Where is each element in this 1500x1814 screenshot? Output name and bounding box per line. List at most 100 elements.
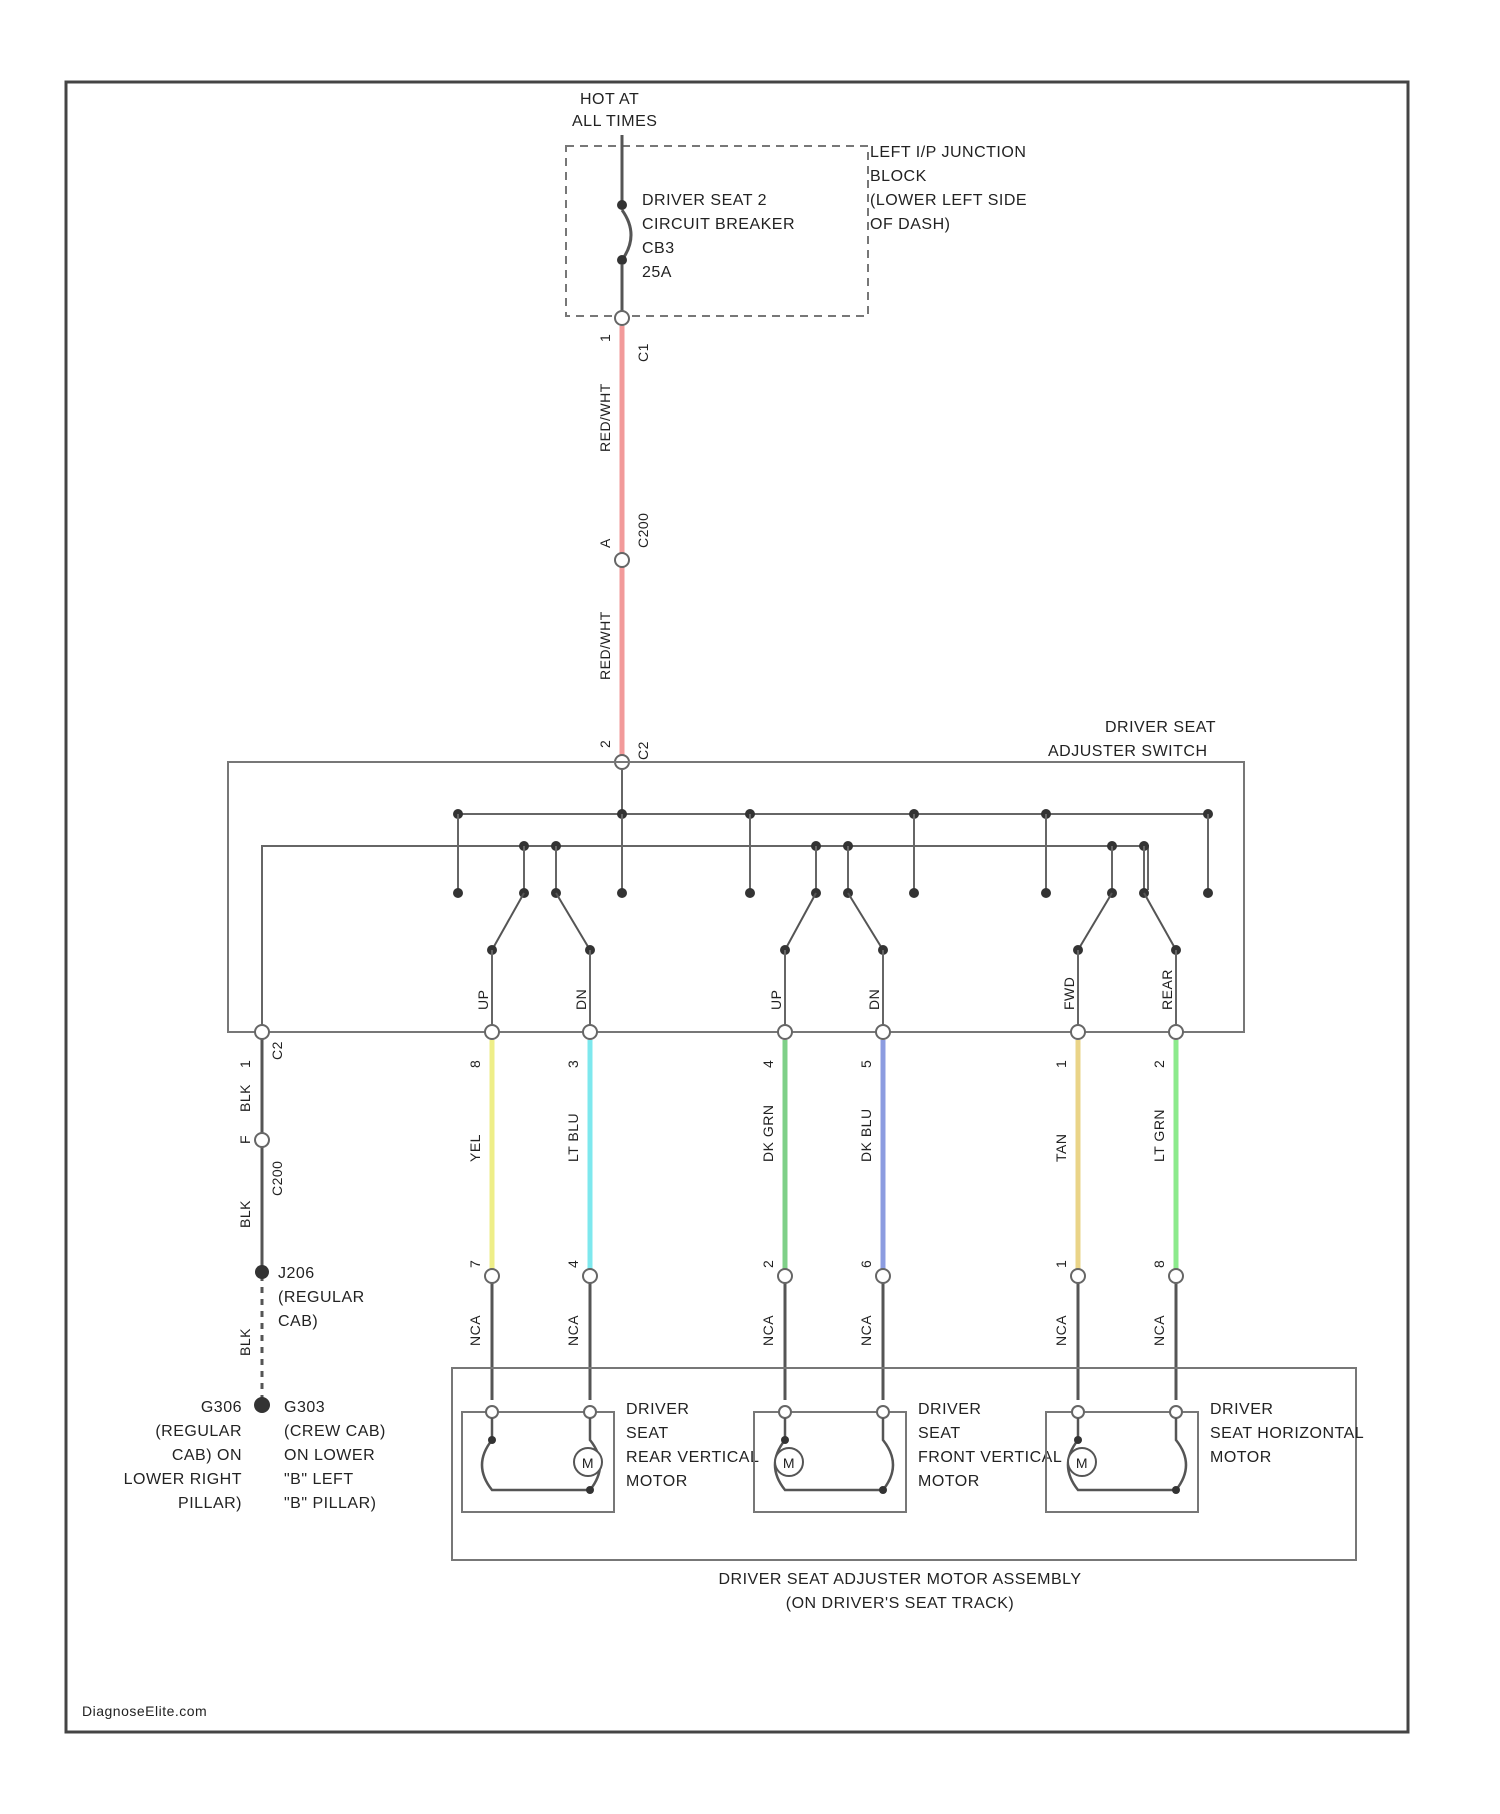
- motor-label-line: SEAT: [918, 1425, 961, 1442]
- ground-color-2: BLK: [237, 1200, 253, 1228]
- power-contact: [1041, 888, 1051, 898]
- switch-connector-pin: [778, 1025, 792, 1039]
- ground-section: 1 BLK F BLK BLK C2 C200 J206 (REGULAR CA…: [124, 1025, 386, 1512]
- switch-blade: [1144, 893, 1176, 950]
- breaker-label-line3: CB3: [642, 240, 675, 257]
- motor-label-line: DRIVER: [626, 1401, 689, 1418]
- circuit-color-label: YEL: [467, 1134, 483, 1162]
- ground-point: [254, 1397, 270, 1413]
- switch-blade: [556, 893, 590, 950]
- circuit-connector-label: NCA: [565, 1315, 581, 1346]
- assembly-label-line1: DRIVER SEAT ADJUSTER MOTOR ASSEMBLY: [718, 1571, 1081, 1588]
- circuit-color-label: DK GRN: [760, 1105, 776, 1162]
- breaker-label-line4: 25A: [642, 264, 672, 281]
- switch-blade: [1078, 893, 1112, 950]
- power-contact: [453, 888, 463, 898]
- motor-label-line: FRONT VERTICAL: [918, 1449, 1062, 1466]
- ground-right-line5: "B" PILLAR): [284, 1495, 376, 1512]
- motor-terminal: [1072, 1406, 1084, 1418]
- motor-terminal: [1170, 1406, 1182, 1418]
- hot-label-line2: ALL TIMES: [572, 113, 657, 130]
- circuit-bottom-pin: 7: [467, 1260, 483, 1268]
- feed-color-upper: RED/WHT: [597, 383, 613, 452]
- splice-j206: [255, 1265, 269, 1279]
- switch-terminal-label: UP: [768, 990, 784, 1010]
- ground-conn-c200-pin: [255, 1133, 269, 1147]
- circuit-bottom-pin: 4: [565, 1260, 581, 1268]
- circuit-bottom-pin: 1: [1053, 1260, 1069, 1268]
- junction-label-line2: BLOCK: [870, 168, 927, 185]
- motor-winding-node: [1074, 1436, 1082, 1444]
- circuit-top-pin: 1: [1053, 1060, 1069, 1068]
- feed-conn-c1: C1: [635, 343, 651, 362]
- circuit-breaker-symbol: [622, 210, 631, 260]
- feed-pin-a: A: [597, 538, 613, 548]
- assembly-label-line2: (ON DRIVER'S SEAT TRACK): [786, 1595, 1014, 1612]
- circuit-color-label: TAN: [1053, 1134, 1069, 1162]
- switch-terminal-label: DN: [573, 989, 589, 1010]
- power-contact: [617, 888, 627, 898]
- circuit-connector-label: NCA: [760, 1315, 776, 1346]
- ground-right-line3: ON LOWER: [284, 1447, 375, 1464]
- circuit-connector-label: NCA: [467, 1315, 483, 1346]
- circuit-top-pin: 8: [467, 1060, 483, 1068]
- ground-conn-c2: C2: [269, 1041, 285, 1060]
- diagram-frame: [66, 82, 1408, 1732]
- motor-winding-node: [1172, 1486, 1180, 1494]
- circuit-top-pin: 2: [1151, 1060, 1167, 1068]
- switch-terminal-labels: UP DN UP DN FWD REAR: [475, 969, 1175, 1010]
- motor-winding-node: [781, 1436, 789, 1444]
- ground-color-3: BLK: [237, 1328, 253, 1356]
- motor-terminal: [877, 1406, 889, 1418]
- switch-connector-pin: [876, 1025, 890, 1039]
- motor-label-line: SEAT HORIZONTAL: [1210, 1425, 1364, 1442]
- feed-conn-c2: C2: [635, 741, 651, 760]
- feed-color-lower: RED/WHT: [597, 611, 613, 680]
- circuit-connector-label: NCA: [1053, 1315, 1069, 1346]
- circuit-top-pin: 5: [858, 1060, 874, 1068]
- motor-winding-node: [586, 1486, 594, 1494]
- motor-label-line: DRIVER: [918, 1401, 981, 1418]
- switch-terminal-label: FWD: [1061, 977, 1077, 1010]
- motor-terminal: [584, 1406, 596, 1418]
- circuit-connector-label: NCA: [1151, 1315, 1167, 1346]
- ground-right-line4: "B" LEFT: [284, 1471, 354, 1488]
- hot-label-line1: HOT AT: [580, 91, 639, 108]
- ground-conn-c2-pin: [255, 1025, 269, 1039]
- motor-symbol-letter: M: [1076, 1455, 1088, 1471]
- breaker-terminal-top: [617, 200, 627, 210]
- switch-title-line2: ADJUSTER SWITCH: [1048, 743, 1208, 760]
- switch-contacts: [453, 809, 1213, 1032]
- switch-blade: [492, 893, 524, 950]
- power-contact: [745, 888, 755, 898]
- ground-left-line3: CAB) ON: [172, 1447, 242, 1464]
- switch-terminal-label: UP: [475, 990, 491, 1010]
- adjuster-switch: DRIVER SEAT ADJUSTER SWITCH UP DN UP DN FWD R…: [228, 719, 1244, 1032]
- power-contact: [909, 888, 919, 898]
- ground-right-line2: (CREW CAB): [284, 1423, 386, 1440]
- motors: MDRIVERSEATREAR VERTICALMOTORMDRIVERSEAT…: [462, 1401, 1364, 1512]
- motor-label-line: DRIVER: [1210, 1401, 1273, 1418]
- feed-pin-1: 1: [597, 334, 613, 342]
- ground-pin-1: 1: [237, 1060, 253, 1068]
- ground-right-line1: G303: [284, 1399, 325, 1416]
- switch-terminal-label: REAR: [1159, 969, 1175, 1010]
- switch-blade: [848, 893, 883, 950]
- motor-terminal: [486, 1406, 498, 1418]
- motor-connector-pin: [1169, 1269, 1183, 1283]
- motor-connector-pin: [583, 1269, 597, 1283]
- splice-label-line1: J206: [278, 1265, 315, 1282]
- circuit-color-label: LT GRN: [1151, 1109, 1167, 1162]
- junction-label-line4: OF DASH): [870, 216, 950, 233]
- circuit-color-label: DK BLU: [858, 1108, 874, 1162]
- circuit-bottom-pin: 2: [760, 1260, 776, 1268]
- switch-title-line1: DRIVER SEAT: [1105, 719, 1216, 736]
- breaker-label-line2: CIRCUIT BREAKER: [642, 216, 795, 233]
- motor-connector-pin: [778, 1269, 792, 1283]
- switch-terminal-label: DN: [866, 989, 882, 1010]
- ground-color-1: BLK: [237, 1084, 253, 1112]
- feed-conn-c200: C200: [635, 513, 651, 548]
- connector-c1-pin: [615, 311, 629, 325]
